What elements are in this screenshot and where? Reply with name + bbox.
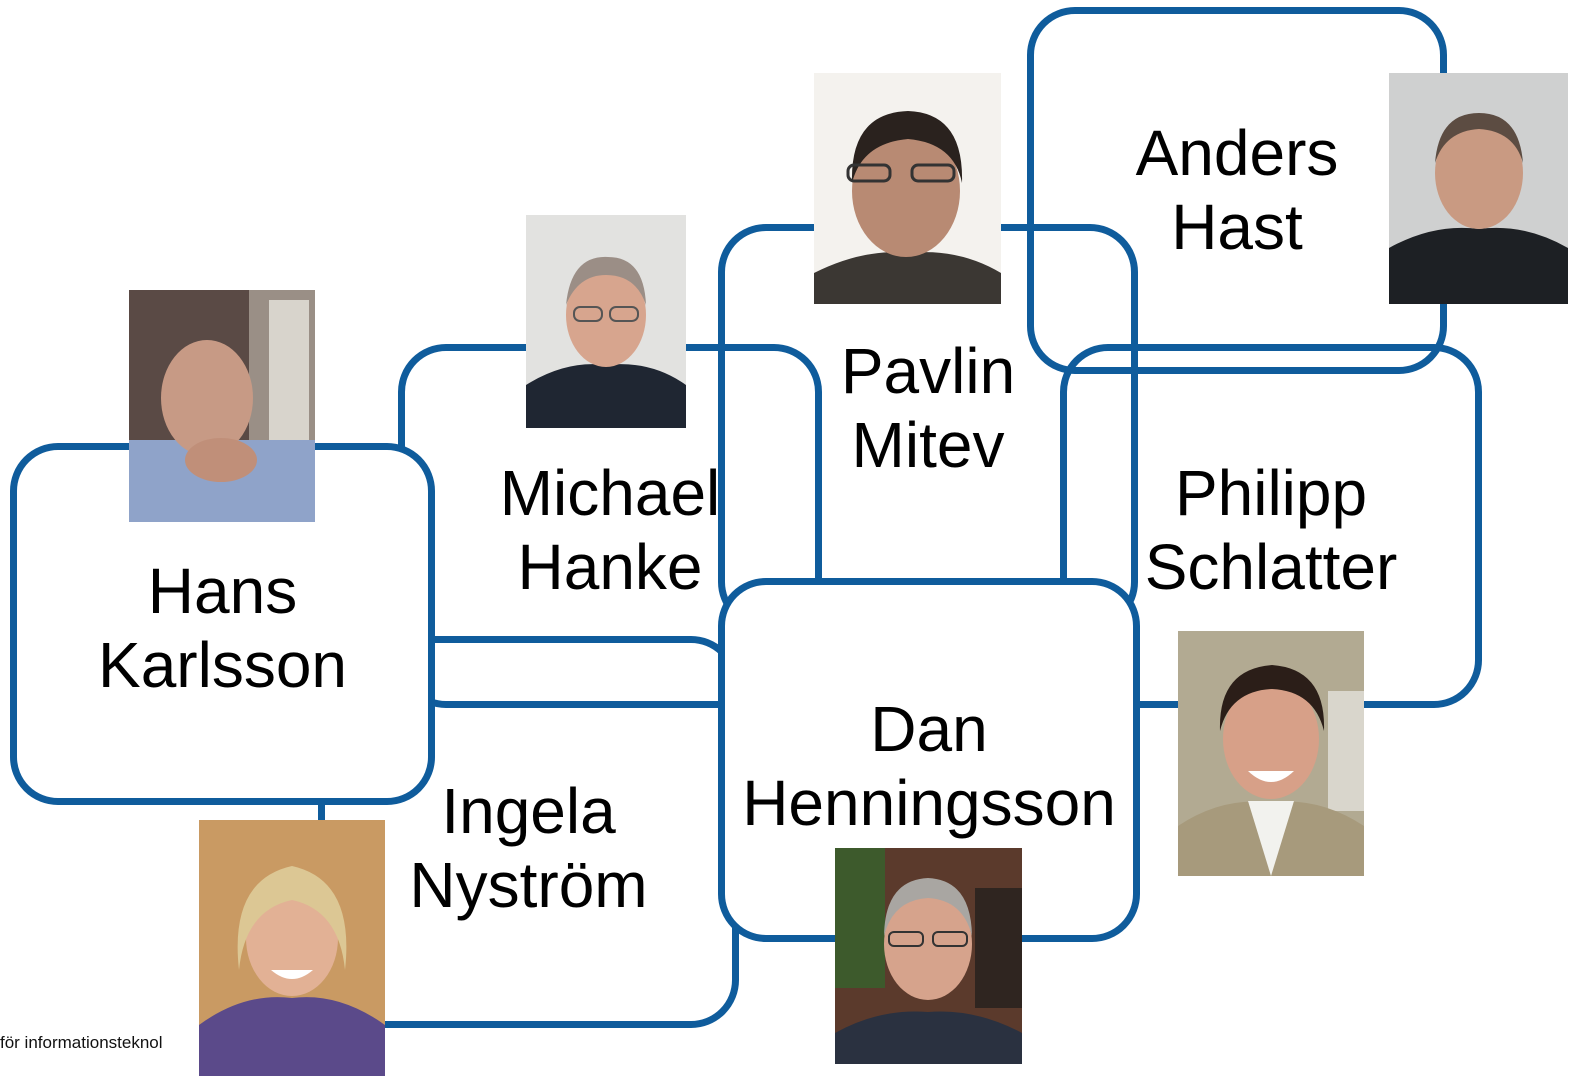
portrait-hans-karlsson [129, 290, 315, 522]
footer-text: för informationsteknol [0, 1033, 163, 1052]
portrait-ingela-nystrom [199, 820, 385, 1076]
portrait-dan-henningsson [835, 848, 1022, 1064]
portrait-michael-hanke [526, 215, 686, 428]
portrait-pavlin-mitev [814, 73, 1001, 304]
portrait-philipp-schlatter [1178, 631, 1364, 876]
portrait-anders-hast [1389, 73, 1568, 304]
